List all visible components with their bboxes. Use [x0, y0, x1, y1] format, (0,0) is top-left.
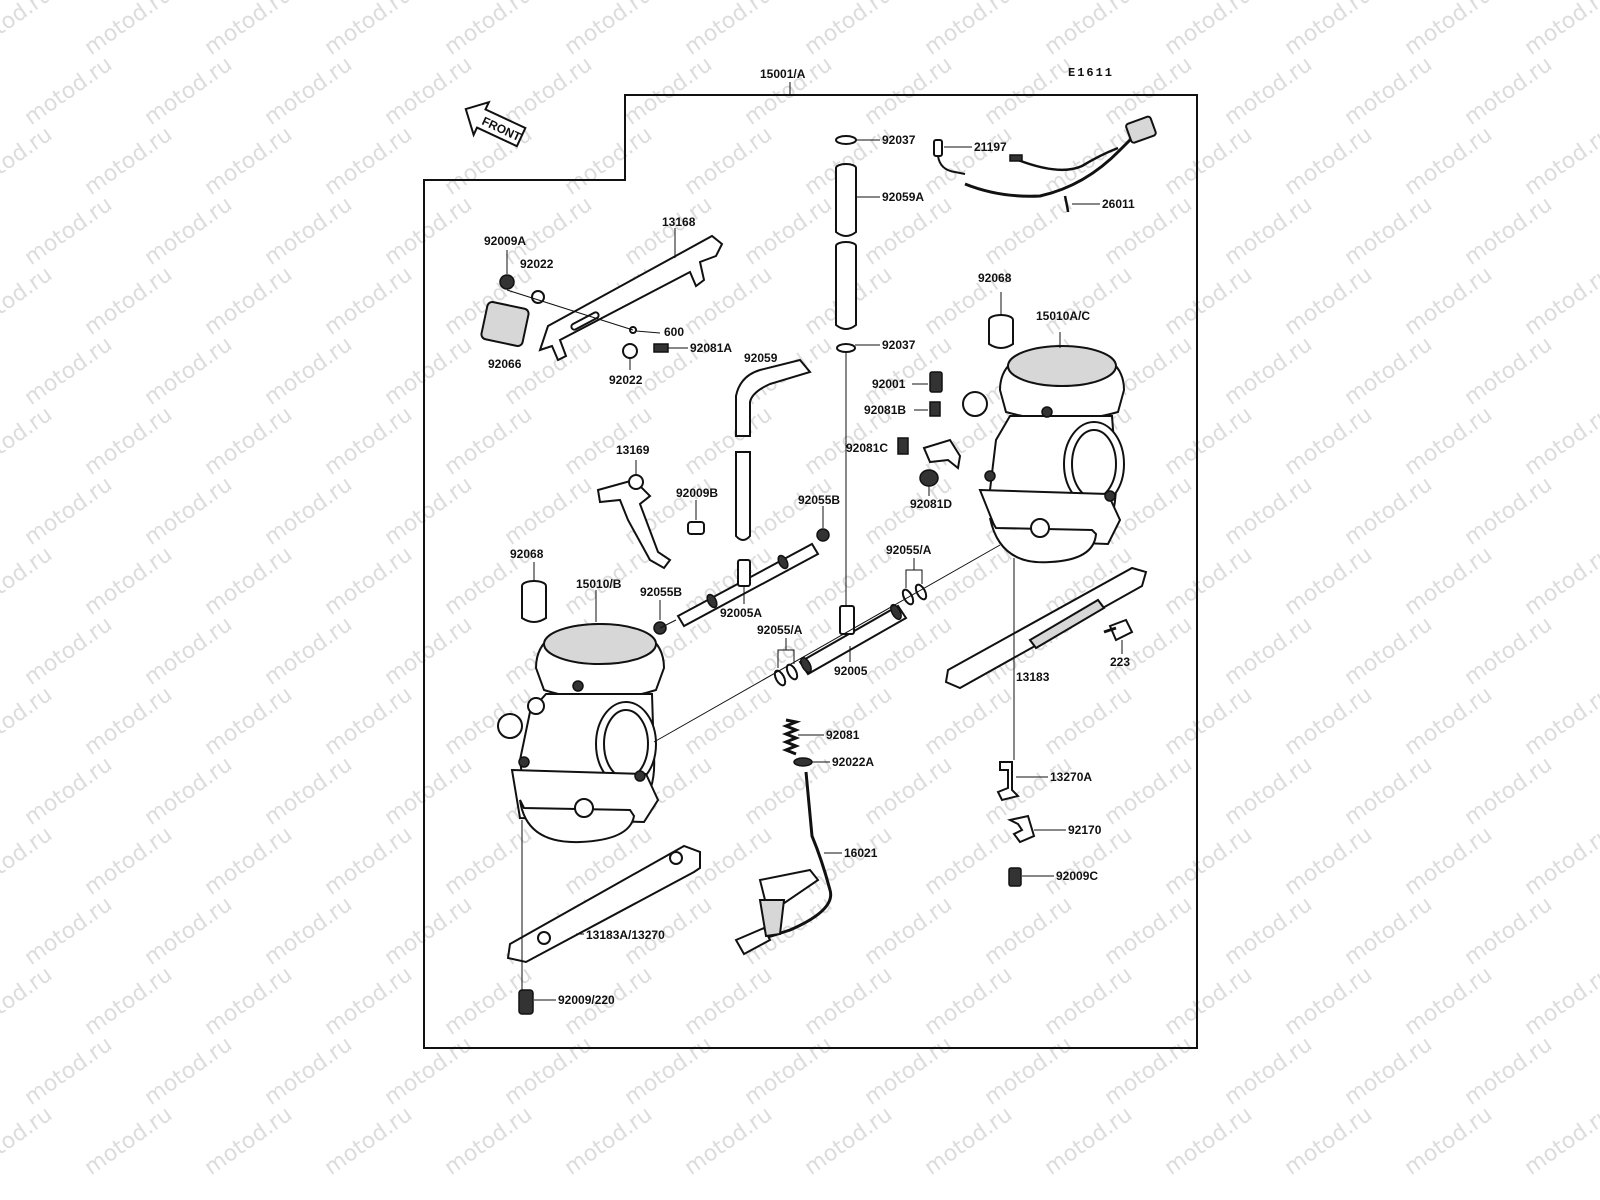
washer-92022-top	[531, 290, 545, 304]
label-600: 600	[664, 325, 684, 339]
label-92005: 92005	[834, 664, 868, 678]
bracket-13169	[596, 474, 672, 570]
label-92022A: 92022A	[832, 755, 874, 769]
oring-92055A-right-2	[914, 583, 928, 601]
screw-92009B	[687, 521, 705, 535]
wire-harness-26011	[964, 115, 1157, 213]
spring-92081B	[929, 401, 941, 417]
sensor-21197	[933, 139, 966, 175]
label-92009-220: 92009/220	[558, 993, 615, 1007]
label-13270A: 13270A	[1050, 770, 1092, 784]
label-92055B-right: 92055B	[798, 493, 840, 507]
plate-13183	[944, 566, 1148, 690]
cable-16021	[734, 771, 833, 956]
hose-92059	[735, 358, 812, 541]
label-92068-left: 92068	[510, 547, 544, 561]
label-223: 223	[1110, 655, 1130, 669]
label-92037-top: 92037	[882, 133, 916, 147]
label-92081: 92081	[826, 728, 860, 742]
screw-92009-220	[518, 989, 534, 1015]
bracket-13270A	[996, 761, 1020, 802]
plate-13183A-13270	[506, 844, 701, 964]
label-92068-right: 92068	[978, 271, 1012, 285]
label-92170: 92170	[1068, 823, 1102, 837]
rubber-92066	[480, 300, 530, 348]
label-92022-top: 92022	[520, 257, 554, 271]
oring-92055A-left-1	[773, 669, 787, 687]
link-plate	[922, 438, 962, 470]
vent-tube-92059A	[835, 135, 857, 610]
nut-92009A	[499, 274, 515, 290]
spring-92081	[781, 718, 802, 756]
bolt-223	[1103, 618, 1134, 642]
label-92022-bottom: 92022	[609, 373, 643, 387]
label-92055A-right: 92055/A	[886, 543, 932, 557]
screw-92001	[929, 371, 943, 393]
fitting-92005A	[676, 542, 820, 628]
label-92055B-left: 92055B	[640, 585, 682, 599]
label-92009C: 92009C	[1056, 869, 1098, 883]
label-13169: 13169	[616, 443, 650, 457]
label-21197: 21197	[974, 140, 1007, 154]
bracket-13168	[538, 234, 724, 362]
washer-92022-bottom	[622, 343, 638, 359]
spring-92081C	[897, 437, 909, 455]
spring-92081D	[919, 469, 939, 487]
front-arrow-icon: FRONT	[464, 100, 527, 148]
clamp-92170	[1007, 814, 1036, 844]
label-92081D: 92081D	[910, 497, 952, 511]
label-92009A: 92009A	[484, 234, 526, 248]
label-92055A-left: 92055/A	[757, 623, 803, 637]
label-16021: 16021	[844, 846, 878, 860]
washer-92022A	[793, 757, 813, 767]
label-13183: 13183	[1016, 670, 1050, 684]
spring-92081A	[653, 343, 669, 353]
oring-92055A-left-2	[785, 663, 799, 681]
carburetor-15010A-C	[962, 314, 1126, 564]
label-92009B: 92009B	[676, 486, 718, 500]
label-92059A: 92059A	[882, 190, 924, 204]
assembly-label: 15001/A	[760, 67, 806, 81]
label-92001: 92001	[872, 377, 906, 391]
carburetor-15010-B	[497, 580, 666, 844]
label-13168: 13168	[662, 215, 696, 229]
label-92059: 92059	[744, 351, 778, 365]
assembly-frame	[423, 94, 1198, 1049]
fitting-92005	[798, 603, 908, 676]
label-92081C: 92081C	[846, 441, 888, 455]
label-15010-B: 15010/B	[576, 577, 622, 591]
label-13183A-13270: 13183A/13270	[586, 928, 665, 942]
label-92081A: 92081A	[690, 341, 732, 355]
label-92081B: 92081B	[864, 403, 906, 417]
screw-92009C	[1008, 867, 1022, 887]
diagram-code: E1611	[1068, 66, 1114, 80]
label-92037-mid: 92037	[882, 338, 916, 352]
label-92005A: 92005A	[720, 606, 762, 620]
label-26011: 26011	[1102, 197, 1135, 211]
label-92066: 92066	[488, 357, 522, 371]
washer-92055B-right	[816, 528, 830, 542]
label-15010A-C: 15010A/C	[1036, 309, 1090, 323]
